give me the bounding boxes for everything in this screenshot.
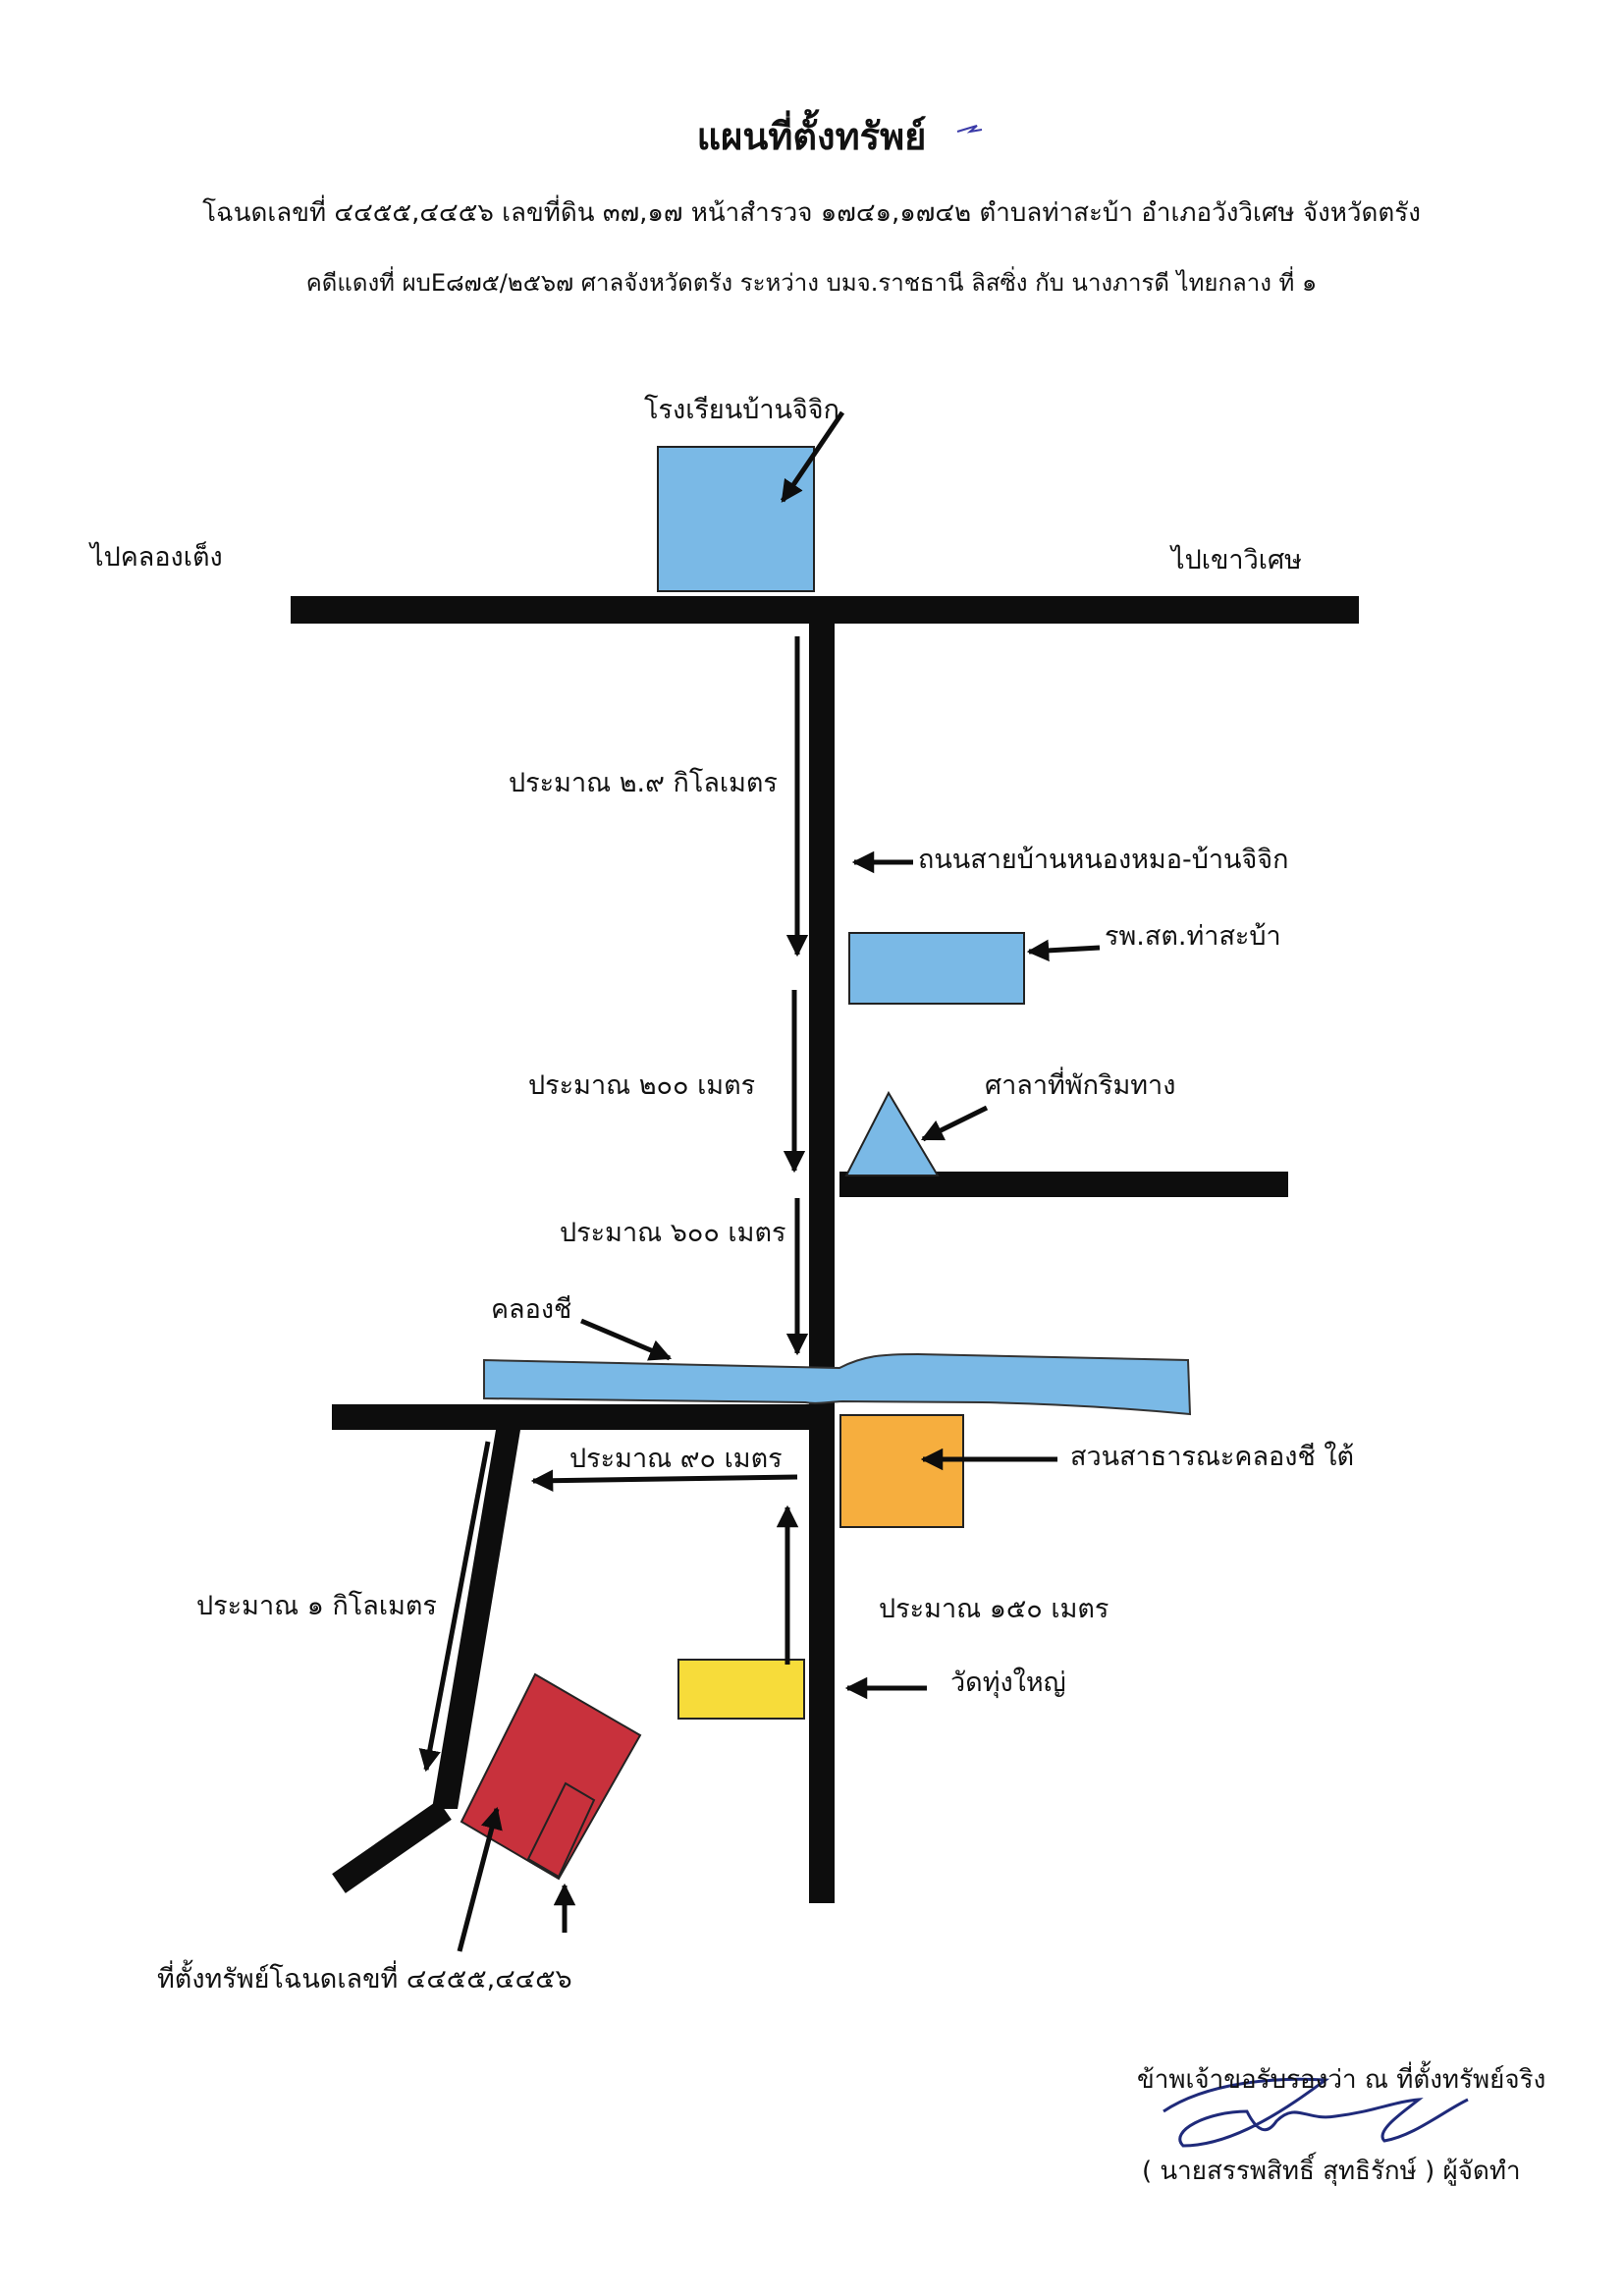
dist-1km-arrow xyxy=(418,1441,491,1773)
dist-1km-label: ประมาณ ๑ กิโลเมตร xyxy=(196,1591,437,1621)
dist-90m-arrow xyxy=(530,1469,798,1492)
signature-scribble xyxy=(1163,2077,1469,2148)
main-road xyxy=(291,596,1359,624)
school-label: โรงเรียนบ้านจิจิก xyxy=(644,395,839,425)
map-title: แผนที่ตั้งทรัพย์ xyxy=(696,115,927,158)
sala-shelter xyxy=(844,1090,940,1176)
canal-label: คลองชี xyxy=(491,1294,572,1325)
pen-mark xyxy=(956,125,983,134)
sala-label: ศาลาที่พักริมทาง xyxy=(985,1070,1176,1101)
lower-west-road xyxy=(332,1404,815,1430)
sala-arrow xyxy=(920,1105,989,1142)
dist-600m-label: ประมาณ ๖๐๐ เมตร xyxy=(560,1218,786,1248)
preparer-name: ( นายสรรพสิทธิ์ สุทธิรักษ์ ) ผู้จัดทำ xyxy=(1142,2157,1521,2186)
hospital-building xyxy=(848,932,1025,1005)
to-west-label: ไปคลองเต็ง xyxy=(90,542,223,573)
park-area xyxy=(839,1414,964,1528)
canal xyxy=(483,1352,1192,1416)
branch-road xyxy=(332,1800,452,1893)
dist-2-9km-label: ประมาณ ๒.๙ กิโลเมตร xyxy=(509,768,778,798)
deed-info-line: โฉนดเลขที่ ๔๔๕๕,๔๔๕๖ เลขที่ดิน ๓๗,๑๗ หน้… xyxy=(202,198,1421,228)
diagonal-road xyxy=(432,1430,520,1809)
park-label: สวนสาธารณะคลองชี ใต้ xyxy=(1070,1442,1355,1472)
property-label: ที่ตั้งทรัพย์โฉนดเลขที่ ๔๔๕๕,๔๔๕๖ xyxy=(157,1964,572,1995)
hospital-arrow xyxy=(1026,939,1101,962)
temple-label: วัดทุ่งใหญ่ xyxy=(950,1667,1066,1698)
school-arrow xyxy=(780,410,845,503)
canal-arrow xyxy=(580,1318,673,1361)
school-building xyxy=(657,446,815,592)
north-south-road xyxy=(809,624,835,1903)
dist-150m-label: ประมาณ ๑๕๐ เมตร xyxy=(879,1594,1109,1624)
property-sub-parcel xyxy=(526,1781,596,1879)
temple-building xyxy=(677,1659,805,1720)
property-arrow xyxy=(457,1806,503,1952)
certify-text: ข้าพเจ้าขอรับรองว่า ณ ที่ตั้งทรัพย์จริง xyxy=(1137,2065,1546,2095)
hospital-label: รพ.สต.ท่าสะบ้า xyxy=(1105,921,1281,952)
to-east-label: ไปเขาวิเศษ xyxy=(1171,545,1302,575)
property-parcel xyxy=(460,1672,642,1881)
case-info-line: คดีแดงที่ ผบE๘๗๕/๒๕๖๗ ศาลจังหวัดตรัง ระห… xyxy=(305,269,1318,297)
dist-200m-label: ประมาณ ๒๐๐ เมตร xyxy=(528,1070,756,1101)
dist-90m-label: ประมาณ ๙๐ เมตร xyxy=(569,1444,783,1474)
road-name-label: ถนนสายบ้านหนองหมอ-บ้านจิจิก xyxy=(918,845,1289,875)
